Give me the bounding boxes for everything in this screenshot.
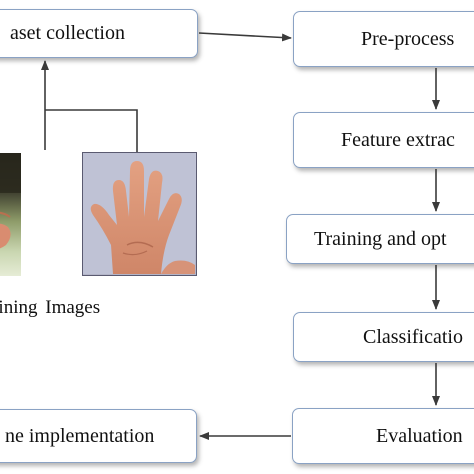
node-training-optimization-label: Training and opt (314, 227, 447, 250)
node-feature-extraction-label: Feature extrac (341, 128, 455, 151)
training-image-hand (82, 152, 197, 276)
node-evaluation: Evaluation (292, 408, 474, 464)
hand-photo-cropped-icon (0, 153, 21, 249)
node-evaluation-label: Evaluation (376, 424, 463, 447)
node-pre-processing: Pre-process (293, 11, 474, 67)
node-realtime-implementation-label: ne implementation (5, 424, 155, 447)
training-images-caption: aining Images (0, 297, 101, 318)
node-classification-label: Classificatio (363, 325, 463, 348)
node-pre-processing-label: Pre-process (361, 27, 455, 50)
arrow-dataset-to-preprocessing (198, 32, 292, 42)
node-training-optimization: Training and opt (286, 214, 474, 264)
node-feature-extraction: Feature extrac (293, 112, 474, 168)
training-image-left (0, 153, 21, 276)
arrow-images-to-dataset (45, 109, 138, 152)
node-classification: Classificatio (293, 312, 474, 362)
node-realtime-implementation: ne implementation (0, 409, 197, 463)
node-dataset-collection: aset collection (0, 9, 198, 58)
open-hand-photo-icon (83, 153, 195, 274)
node-dataset-collection-label: aset collection (10, 22, 125, 44)
